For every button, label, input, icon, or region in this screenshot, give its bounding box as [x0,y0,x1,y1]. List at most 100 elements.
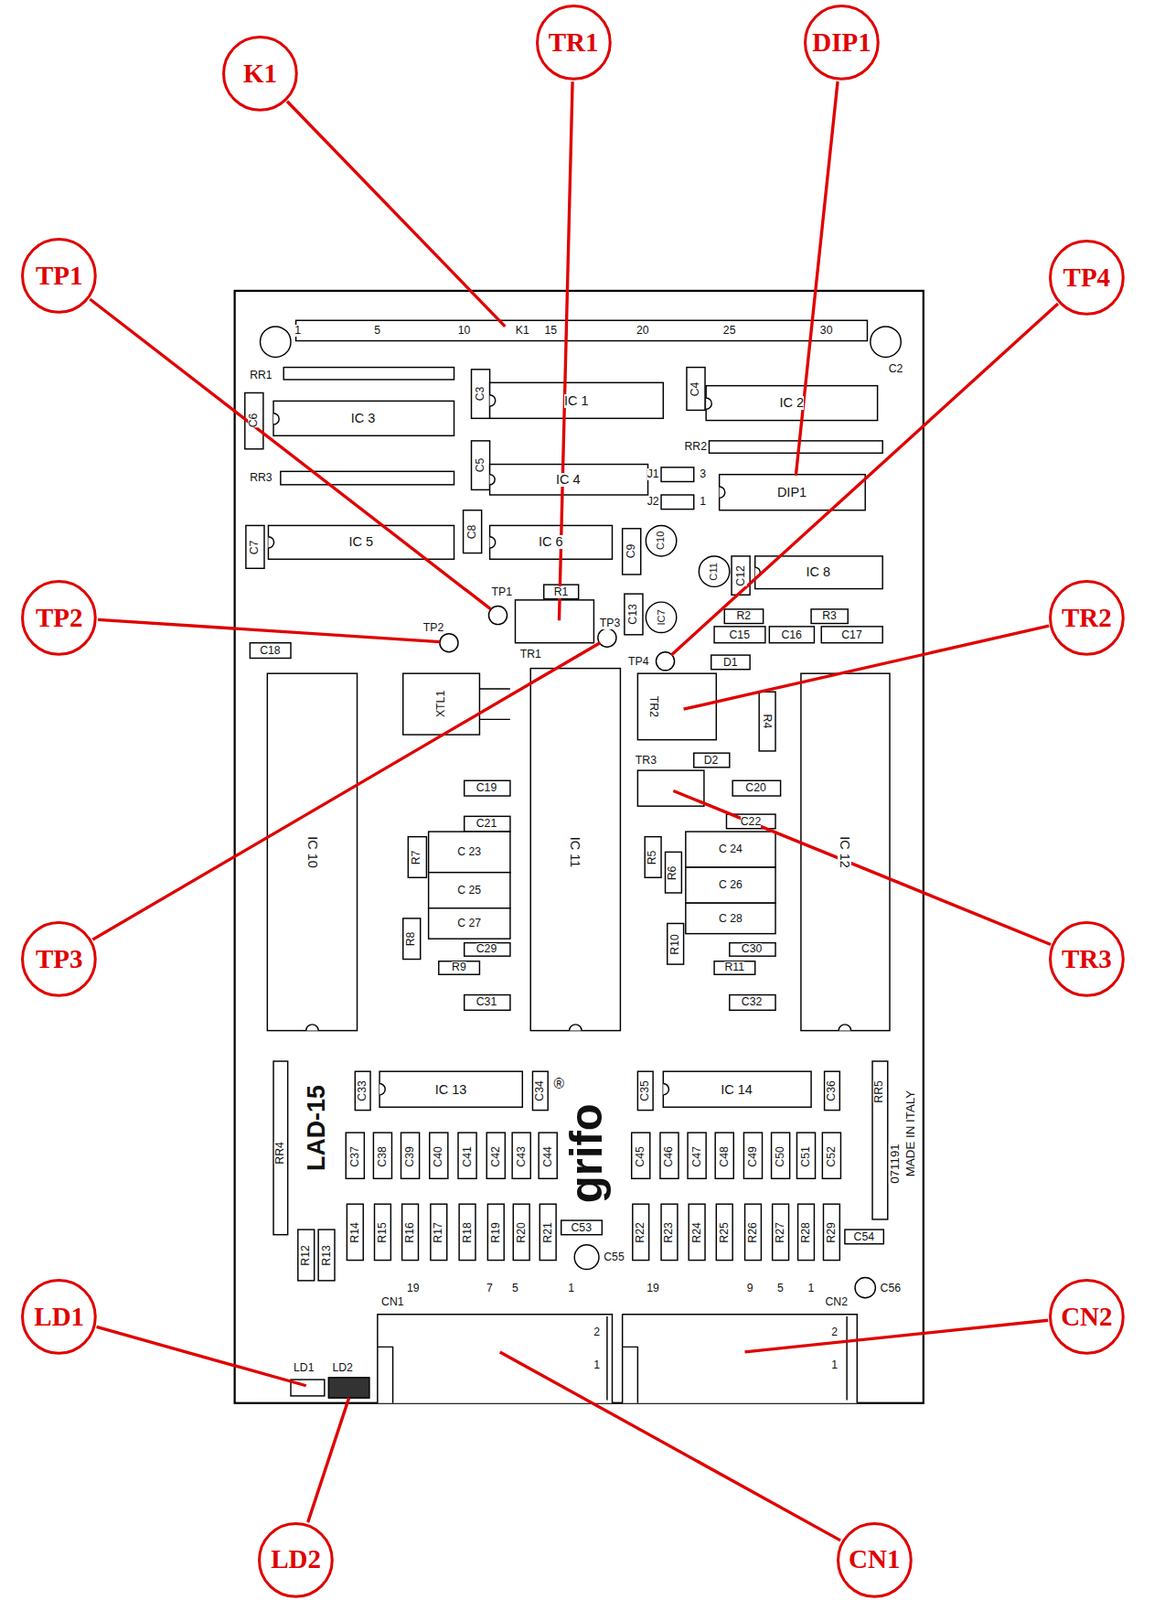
resistor-outline [798,1203,815,1260]
capacitor-outline [471,440,491,491]
capacitor-outline [685,866,776,903]
silkscreen-label: J2 [647,495,660,508]
silkscreen-label: J1 [647,468,660,481]
silkscreen-label: C2 [888,363,904,375]
callout-label: LD1 [33,1303,85,1330]
silkscreen-label: R17 [432,1222,445,1244]
capacitor-outline [732,780,781,796]
leader-line [97,619,440,642]
led-outline [328,1377,370,1398]
capacitor-outline [729,994,776,1011]
callout-circle: DIP1 [802,3,881,82]
resistor-outline [772,1203,790,1260]
capacitor-outline [249,642,291,659]
callout-ring [1049,241,1123,315]
capacitor-outline [428,908,511,939]
ic-notch [490,536,496,548]
silkscreen-label: 3 [699,468,706,481]
silkscreen-label: R22 [634,1222,647,1244]
capacitor-outline [464,994,511,1011]
resistor-network [283,367,454,380]
silkscreen-label: R15 [376,1222,389,1244]
capacitor-outline [428,872,511,909]
silkscreen-label: CN2 [824,1295,848,1308]
silkscreen-label: C36 [825,1080,838,1102]
capacitor-outline [464,780,511,796]
silkscreen-label: C48 [718,1145,731,1167]
silkscreen-label: R7 [411,849,424,865]
capacitor-outline [824,1070,841,1110]
resistor-outline [724,609,763,624]
capacitor-outline [686,367,706,411]
resistor-outline [644,836,662,878]
silkscreen-label: IC 12 [837,835,852,868]
silkscreen-label: C42 [490,1145,503,1167]
resistor-network [708,440,883,453]
ic-outline [801,673,890,1030]
capacitor-outline [743,1132,762,1178]
jumper-outline [661,494,695,510]
ic-notch [267,536,274,548]
silkscreen-label: IC 6 [538,534,564,549]
capacitor-outline [821,626,883,643]
ic-outline [705,385,877,421]
resistor-outline [403,918,421,960]
resistor-outline [632,1203,650,1260]
silkscreen-label: C49 [747,1145,759,1167]
jumper-outline [661,467,695,482]
capacitor-symbol [854,1277,876,1298]
resistor-outline [688,1203,706,1260]
callout-label: CN1 [848,1545,900,1572]
callout-label: CN2 [1060,1303,1112,1330]
callout-ring [22,238,97,312]
silkscreen-label: RR1 [249,369,273,382]
capacitor-outline [538,1132,557,1178]
ic-outline [379,1070,523,1107]
silkscreen-label: MADE IN ITALY [904,1089,918,1176]
callout-ring [1049,1280,1123,1354]
callout-label: K1 [243,60,278,87]
resistor-outline [661,1203,678,1260]
leader-line [795,81,838,476]
callout-ring [1049,922,1123,996]
leader-lines [89,81,1058,1540]
silkscreen-label: R20 [514,1222,527,1244]
silkscreen-label: C15 [728,629,750,642]
callout-label: TR3 [1061,945,1112,973]
resistor-outline [346,1203,364,1260]
silkscreen-label: C45 [634,1145,647,1167]
silkscreen-label: C39 [404,1145,417,1167]
silkscreen-label: C33 [355,1080,368,1102]
callout-ring [224,36,298,110]
silkscreen-label: C41 [460,1145,473,1167]
silkscreen-label: R16 [404,1222,417,1244]
capacitor-outline [715,1132,734,1178]
diode-outline [711,654,750,670]
silkscreen-label: C50 [774,1145,787,1167]
capacitor-outline [532,1070,548,1110]
silkscreen-label: TP2 [423,621,445,634]
callout-circle: CN2 [1047,1277,1126,1356]
silkscreen-label: R5 [647,849,660,865]
silkscreen-label: R24 [690,1222,703,1244]
silkscreen-label: DIP1 [777,485,807,500]
callout-label: LD2 [270,1545,321,1572]
resistor-outline [714,961,756,975]
callout-circle: TP2 [20,578,98,657]
capacitor-outline [769,626,814,643]
silkscreen-label: C8 [466,523,479,539]
silkscreen-label: RR4 [274,1142,287,1165]
silkscreen-label: IC 4 [555,472,581,487]
silkscreen-label: R13 [320,1244,332,1266]
callout-ring [1049,580,1123,654]
silkscreen-label: C5 [474,458,487,473]
capacitor-outline [354,1070,371,1110]
capacitor-symbol [698,555,729,587]
silkscreen-label: TP3 [599,617,621,630]
capacitor-outline [685,902,776,933]
regulator-symbol [645,601,676,632]
leader-line [96,1325,307,1385]
